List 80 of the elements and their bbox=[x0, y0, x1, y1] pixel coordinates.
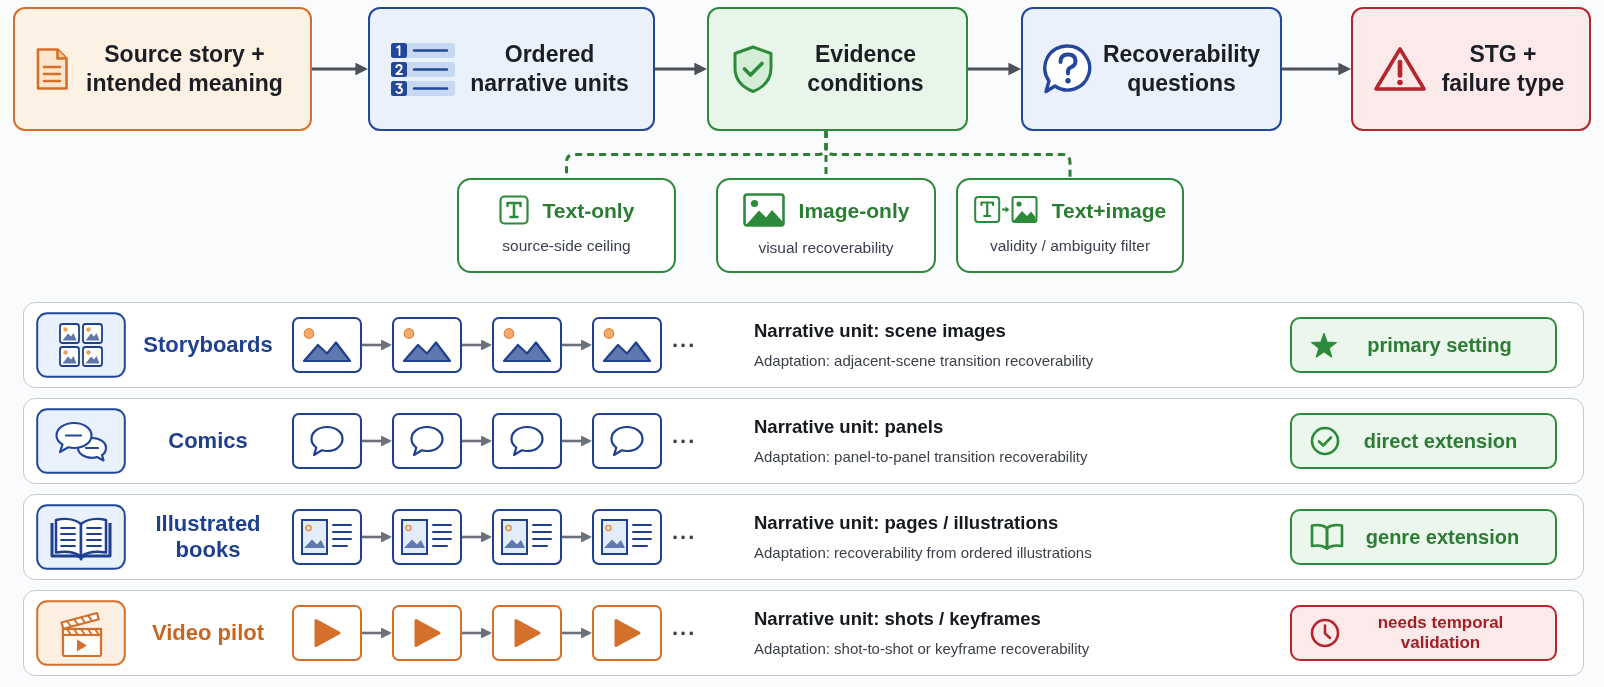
arrow bbox=[562, 627, 592, 639]
category-title: Storyboards bbox=[143, 331, 273, 359]
narrative-unit-text: Narrative unit: scene images bbox=[754, 320, 1006, 342]
arrow bbox=[562, 435, 592, 447]
arrow bbox=[1282, 62, 1351, 76]
status-badge bbox=[1290, 605, 1557, 661]
ellipsis: ... bbox=[672, 520, 697, 544]
process-box bbox=[13, 7, 312, 131]
arrow bbox=[362, 339, 392, 351]
page-frame bbox=[392, 509, 462, 565]
condition-title: Text-only bbox=[542, 197, 635, 223]
arrow bbox=[362, 531, 392, 543]
condition-title: Image-only bbox=[798, 197, 910, 223]
narrative-unit-text: Narrative unit: pages / illustrations bbox=[754, 512, 1059, 534]
category-row bbox=[23, 302, 1584, 388]
comic-panel-frame bbox=[592, 413, 662, 469]
status-badge bbox=[1290, 509, 1557, 565]
step-label: Evidence conditions bbox=[806, 40, 925, 98]
adaptation-text: Adaptation: adjacent-scene transition recoverability bbox=[754, 351, 1094, 370]
step-label: Source story + intended meaning bbox=[85, 40, 284, 98]
process-box bbox=[1021, 7, 1282, 131]
arrow bbox=[655, 62, 707, 76]
condition-box bbox=[457, 178, 676, 273]
page-frame bbox=[592, 509, 662, 565]
storyboard-frame bbox=[292, 317, 362, 373]
condition-description: visual recoverability bbox=[758, 239, 894, 258]
category-title: Comics bbox=[168, 427, 248, 455]
storyboard-frame bbox=[592, 317, 662, 373]
video-frame bbox=[592, 605, 662, 661]
video-frame bbox=[392, 605, 462, 661]
page-frame bbox=[292, 509, 362, 565]
step-label: Ordered narrative units bbox=[469, 40, 630, 98]
condition-description: validity / ambiguity filter bbox=[989, 237, 1151, 256]
storyboard-frame bbox=[492, 317, 562, 373]
category-row bbox=[23, 398, 1584, 484]
arrow bbox=[362, 627, 392, 639]
arrow bbox=[462, 627, 492, 639]
arrow bbox=[362, 435, 392, 447]
arrow bbox=[562, 531, 592, 543]
page-frame bbox=[492, 509, 562, 565]
process-box bbox=[368, 7, 655, 131]
adaptation-text: Adaptation: shot-to-shot or keyframe recoverability bbox=[754, 639, 1090, 658]
video-frame bbox=[292, 605, 362, 661]
ellipsis: ... bbox=[672, 328, 697, 352]
comic-panel-frame bbox=[392, 413, 462, 469]
arrow bbox=[312, 62, 368, 76]
ellipsis: ... bbox=[672, 616, 697, 640]
adaptation-text: Adaptation: panel-to-panel transition recoverability bbox=[754, 447, 1088, 466]
condition-box bbox=[956, 178, 1184, 273]
condition-title: Text+image bbox=[1051, 197, 1167, 223]
adaptation-text: Adaptation: recoverability from ordered illustrations bbox=[754, 543, 1092, 562]
status-label: direct extension bbox=[1363, 429, 1518, 453]
condition-box bbox=[716, 178, 936, 273]
narrative-unit-text: Narrative unit: panels bbox=[754, 416, 944, 438]
process-box bbox=[1351, 7, 1591, 131]
status-label: genre extension bbox=[1365, 525, 1520, 549]
arrow bbox=[462, 435, 492, 447]
ellipsis: ... bbox=[672, 424, 697, 448]
narrative-unit-text: Narrative unit: shots / keyframes bbox=[754, 608, 1041, 630]
status-badge bbox=[1290, 317, 1557, 373]
dashed-connector bbox=[824, 131, 1072, 178]
condition-description: source-side ceiling bbox=[502, 237, 631, 256]
step-label: Recoverability questions bbox=[1101, 40, 1262, 98]
process-box bbox=[707, 7, 968, 131]
step-label: STG + failure type bbox=[1440, 40, 1566, 98]
status-badge bbox=[1290, 413, 1557, 469]
comic-panel-frame bbox=[292, 413, 362, 469]
category-row bbox=[23, 590, 1584, 676]
arrow bbox=[562, 339, 592, 351]
arrow bbox=[462, 531, 492, 543]
status-label: needs temporal validation bbox=[1376, 613, 1505, 653]
category-title: Video pilot bbox=[151, 619, 264, 647]
category-row bbox=[23, 494, 1584, 580]
arrow bbox=[968, 62, 1021, 76]
comic-panel-frame bbox=[492, 413, 562, 469]
storyboard-frame bbox=[392, 317, 462, 373]
category-title: Illustrated books bbox=[154, 510, 262, 564]
status-label: primary setting bbox=[1367, 333, 1512, 357]
arrow bbox=[462, 339, 492, 351]
video-frame bbox=[492, 605, 562, 661]
